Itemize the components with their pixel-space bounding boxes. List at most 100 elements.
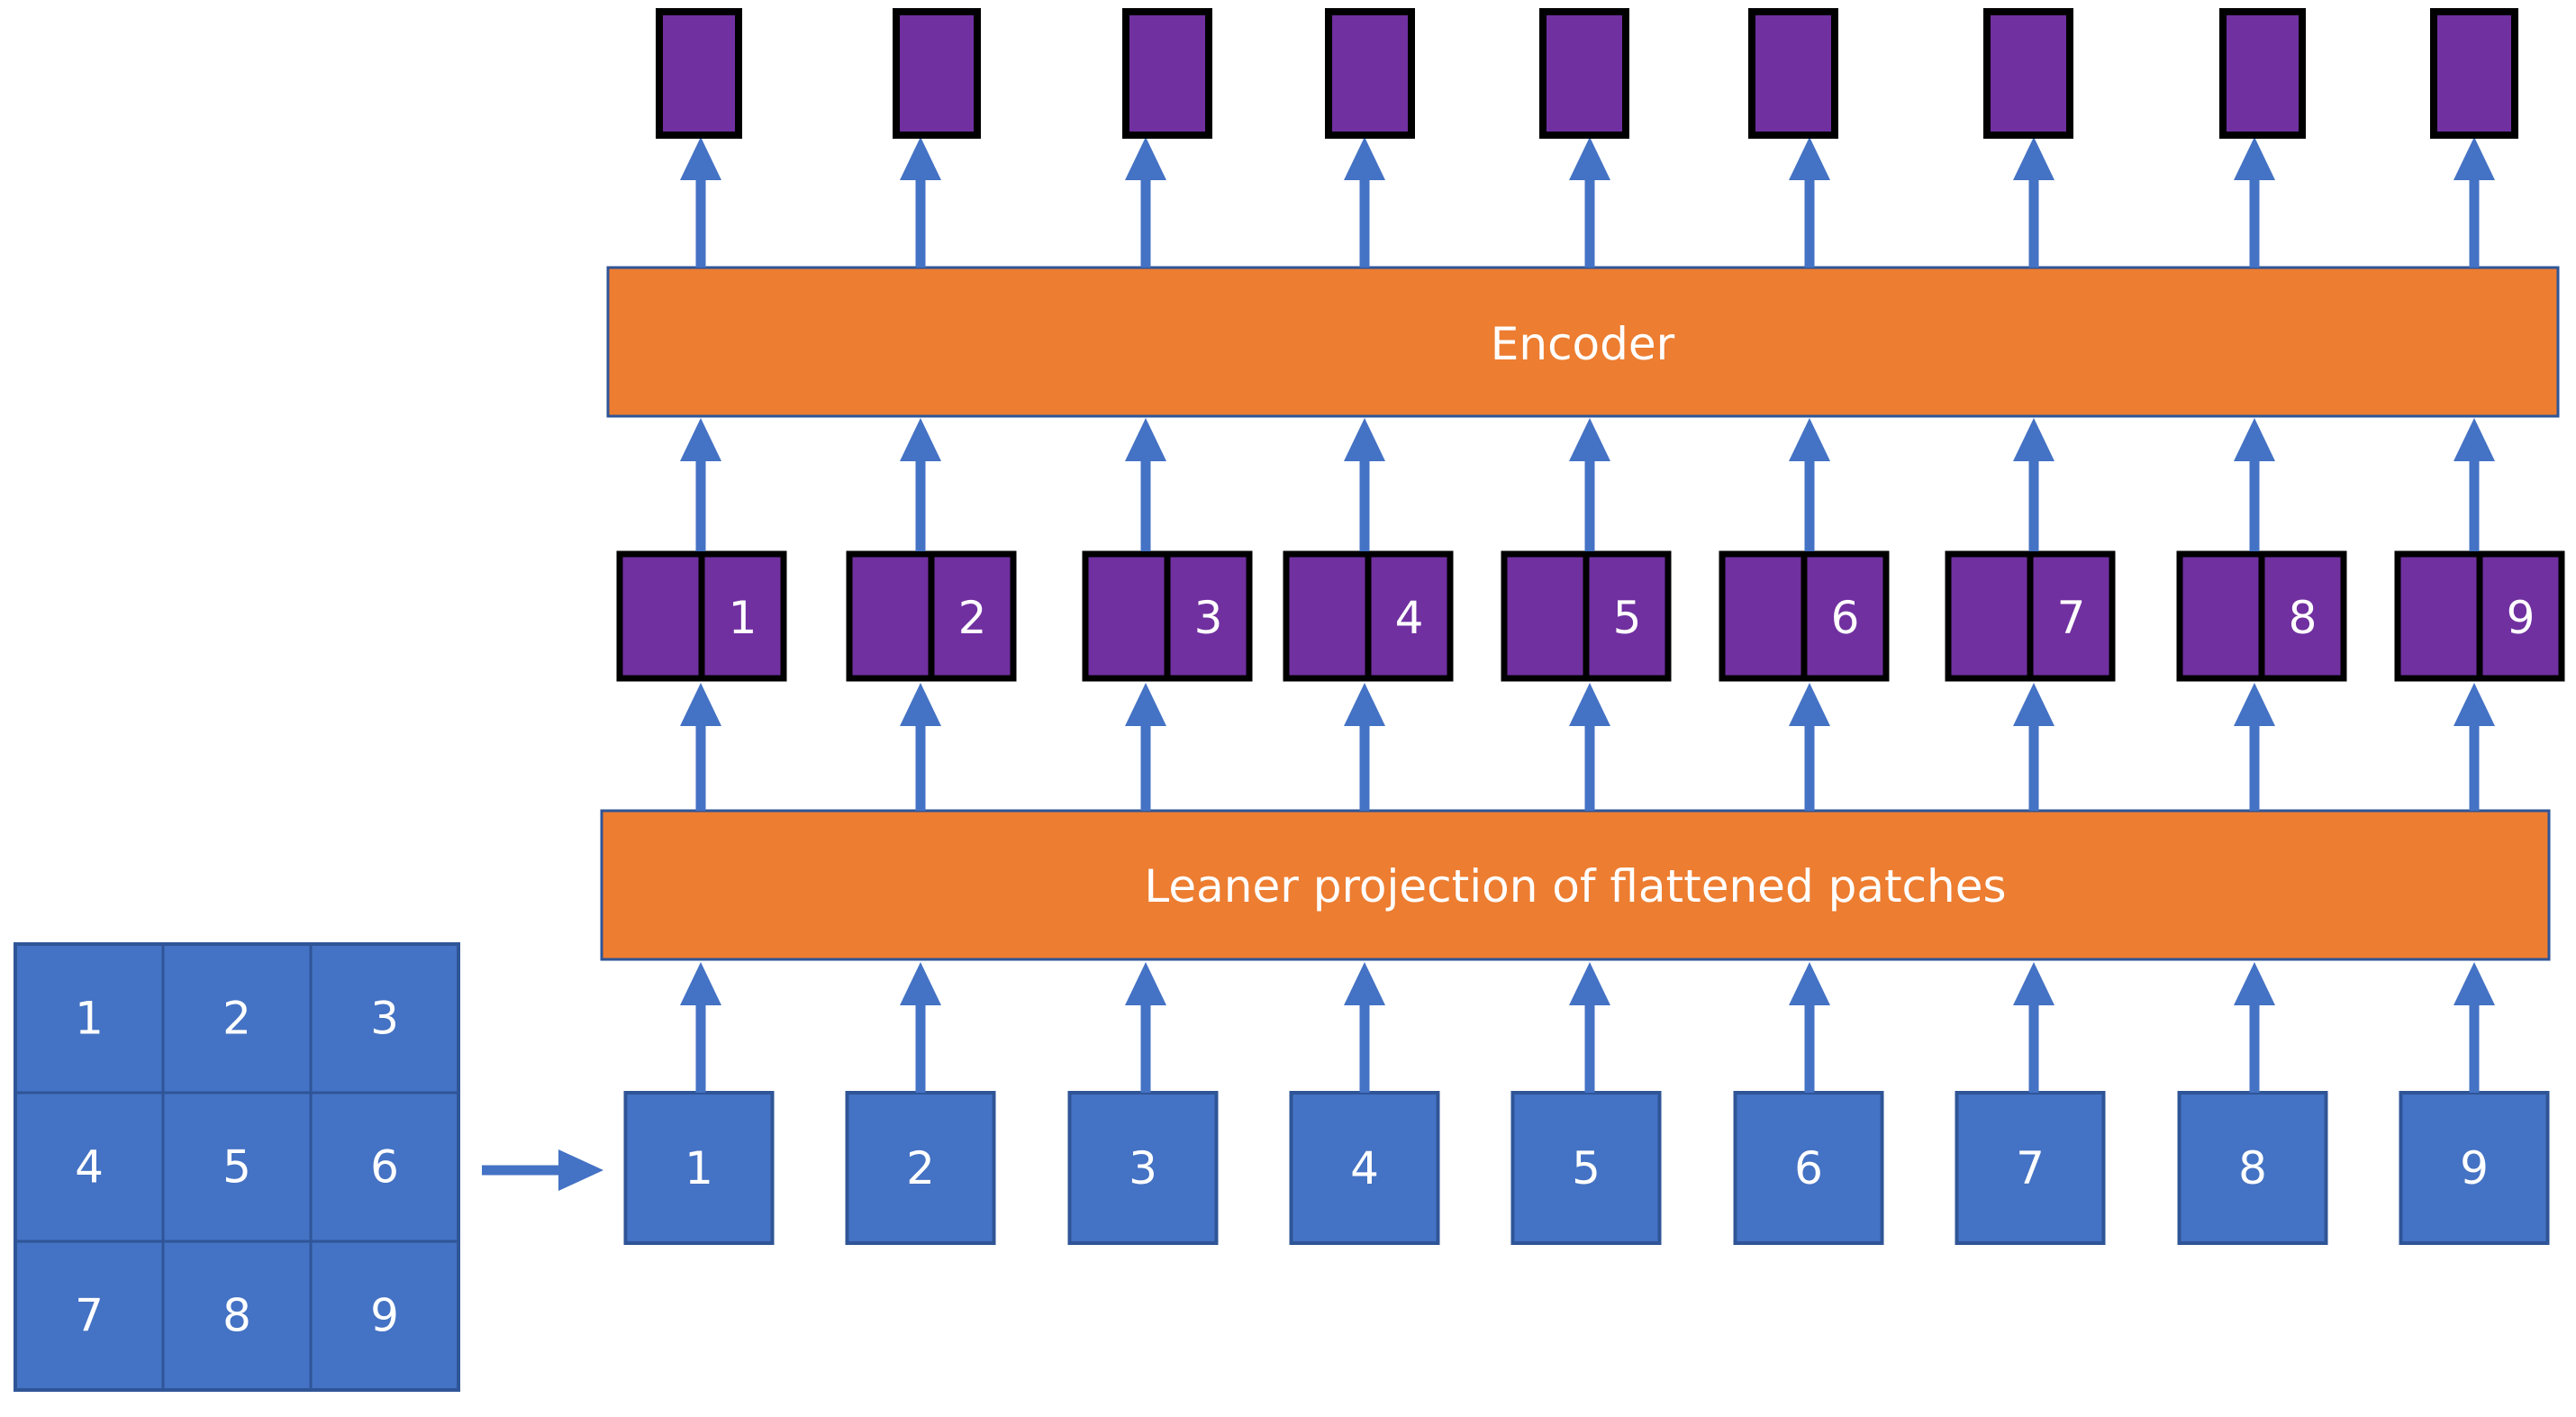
patch-label: 5 — [1572, 1142, 1601, 1194]
patch-3: 3 — [1067, 1091, 1219, 1245]
token-to-encoder-arrow-1 — [680, 418, 721, 551]
patch-embedding — [1082, 550, 1171, 682]
position-label: 5 — [1613, 592, 1642, 644]
patch-label: 2 — [906, 1142, 935, 1194]
projection-to-token-arrow-8 — [2234, 683, 2275, 811]
position-label: 2 — [958, 592, 987, 644]
grid-cell-label: 8 — [222, 1290, 251, 1342]
position-label: 6 — [1831, 592, 1860, 644]
embedded-token-2: 2 — [846, 550, 1017, 682]
embedded-token-3: 3 — [1082, 550, 1253, 682]
position-label: 7 — [2057, 592, 2086, 644]
patch-embedding — [846, 550, 935, 682]
output-token-5 — [1539, 8, 1629, 139]
projection-to-token-arrow-9 — [2454, 683, 2495, 811]
embedded-tokens: 1 2 3 4 5 6 7 8 9 — [616, 550, 2565, 682]
position-embedding — [1164, 550, 1253, 682]
embedded-token-7: 7 — [1945, 550, 2116, 682]
projection-to-token-arrow-7 — [2013, 683, 2054, 811]
patch-label: 7 — [2016, 1142, 2045, 1194]
output-token-2 — [893, 8, 981, 139]
patch-embedding — [2394, 550, 2483, 682]
patch-to-projection-arrow-3 — [1125, 962, 1166, 1093]
embedded-token-8: 8 — [2176, 550, 2347, 682]
patch-label: 6 — [1794, 1142, 1823, 1194]
projection-to-token-arrows — [680, 683, 2495, 811]
grid-cell-6: 6 — [309, 1091, 460, 1243]
projection-to-token-arrow-6 — [1789, 683, 1830, 811]
patch-to-projection-arrow-5 — [1569, 962, 1610, 1093]
position-label: 9 — [2507, 592, 2535, 644]
grid-cell-7: 7 — [14, 1240, 165, 1392]
patch-embedding — [1719, 550, 1808, 682]
patch-5: 5 — [1510, 1091, 1662, 1245]
output-token-3 — [1122, 8, 1212, 139]
token-to-encoder-arrows — [680, 418, 2495, 551]
position-embedding — [928, 550, 1017, 682]
patch-to-projection-arrow-2 — [900, 962, 941, 1093]
output-token-8 — [2219, 8, 2306, 139]
patch-2: 2 — [845, 1091, 996, 1245]
patch-8: 8 — [2177, 1091, 2328, 1245]
patch-embedding — [1501, 550, 1590, 682]
token-to-encoder-arrow-9 — [2454, 418, 2495, 551]
encoder-to-output-arrow-8 — [2234, 137, 2275, 268]
token-to-encoder-arrow-8 — [2234, 418, 2275, 551]
encoder-to-output-arrow-2 — [900, 137, 941, 268]
linear-projection-label: Leaner projection of flattened patches — [1144, 860, 2006, 913]
patch-label: 1 — [685, 1142, 713, 1194]
grid-cell-9: 9 — [309, 1240, 460, 1392]
patch-label: 4 — [1350, 1142, 1379, 1194]
encoder-to-output-arrows — [680, 137, 2495, 268]
grid-cell-3: 3 — [309, 942, 460, 1095]
patch-embedding — [2176, 550, 2265, 682]
patch-1: 1 — [623, 1091, 775, 1245]
grid-cell-label: 6 — [370, 1141, 399, 1194]
projection-to-token-arrow-2 — [900, 683, 941, 811]
patch-6: 6 — [1733, 1091, 1884, 1245]
grid-cell-label: 1 — [75, 993, 104, 1045]
token-to-encoder-arrow-3 — [1125, 418, 1166, 551]
projection-to-token-arrow-3 — [1125, 683, 1166, 811]
encoder-to-output-arrow-3 — [1125, 137, 1166, 268]
position-embedding — [698, 550, 787, 682]
grid-to-patches-arrow — [482, 1149, 603, 1191]
patch-label: 8 — [2238, 1142, 2267, 1194]
grid-cell-label: 2 — [222, 993, 251, 1045]
token-to-encoder-arrow-4 — [1344, 418, 1385, 551]
grid-cell-label: 9 — [370, 1290, 399, 1342]
embedded-token-4: 4 — [1283, 550, 1454, 682]
token-to-encoder-arrow-7 — [2013, 418, 2054, 551]
patch-label: 3 — [1129, 1142, 1157, 1194]
grid-cell-5: 5 — [161, 1091, 313, 1243]
position-embedding — [1800, 550, 1890, 682]
position-embedding — [2258, 550, 2347, 682]
grid-cell-label: 5 — [222, 1141, 251, 1194]
grid-border — [14, 942, 460, 1392]
projection-to-token-arrow-4 — [1344, 683, 1385, 811]
projection-to-token-arrow-1 — [680, 683, 721, 811]
token-to-encoder-arrow-5 — [1569, 418, 1610, 551]
grid-cell-2: 2 — [161, 942, 313, 1095]
patch-7: 7 — [1955, 1091, 2106, 1245]
position-label: 1 — [729, 592, 757, 644]
position-label: 4 — [1395, 592, 1424, 644]
embedded-token-9: 9 — [2394, 550, 2565, 682]
patch-embedding — [616, 550, 705, 682]
position-embedding — [1365, 550, 1454, 682]
position-label: 8 — [2289, 592, 2317, 644]
embedded-token-6: 6 — [1719, 550, 1890, 682]
patch-embedding — [1945, 550, 2034, 682]
patch-to-projection-arrow-7 — [2013, 962, 2054, 1093]
encoder-to-output-arrow-6 — [1789, 137, 1830, 268]
encoder-to-output-arrow-5 — [1569, 137, 1610, 268]
token-to-encoder-arrow-6 — [1789, 418, 1830, 551]
encoder-to-output-arrow-1 — [680, 137, 721, 268]
embedded-token-1: 1 — [616, 550, 787, 682]
grid-cell-label: 4 — [75, 1141, 104, 1194]
patch-9: 9 — [2399, 1091, 2550, 1245]
position-embedding — [2027, 550, 2116, 682]
patch-embedding — [1283, 550, 1372, 682]
output-token-9 — [2430, 8, 2518, 139]
